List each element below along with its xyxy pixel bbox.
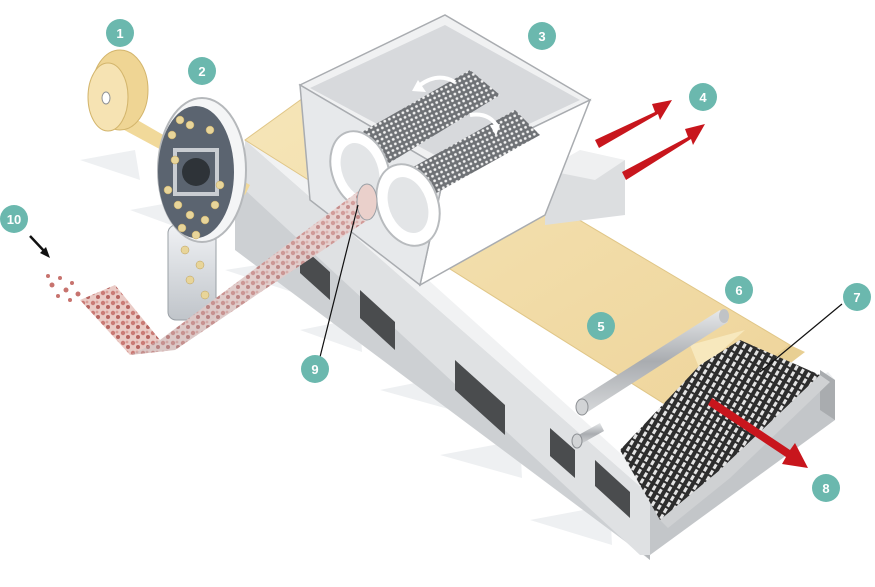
red-arrow-icon	[622, 124, 705, 180]
svg-text:9: 9	[311, 362, 318, 377]
callout-10: 10	[0, 205, 28, 233]
exhaust-arrows	[595, 100, 705, 180]
svg-text:1: 1	[116, 26, 123, 41]
powder-feed-tube	[46, 183, 378, 355]
leader-lines	[319, 204, 843, 373]
curved-rotation-arrow-icon	[418, 75, 457, 87]
output-arrow	[708, 398, 808, 468]
callout-9: 9	[301, 355, 329, 383]
mesh-belt	[620, 340, 830, 528]
exhaust-housing	[545, 150, 625, 225]
bead-dispenser	[157, 97, 247, 321]
svg-text:3: 3	[538, 29, 545, 44]
black-arrow-icon	[29, 235, 50, 258]
svg-text:6: 6	[735, 283, 742, 298]
svg-text:8: 8	[822, 481, 829, 496]
svg-text:7: 7	[853, 290, 860, 305]
callout-7: 7	[843, 283, 871, 311]
svg-text:5: 5	[597, 319, 604, 334]
red-arrow-icon	[595, 100, 672, 148]
press-roller	[571, 309, 729, 449]
callout-2: 2	[188, 57, 216, 85]
svg-text:10: 10	[7, 212, 21, 227]
callout-badges: 1 2 3 4 5 6 7 8	[0, 19, 871, 502]
callout-3: 3	[528, 22, 556, 50]
svg-text:2: 2	[198, 64, 205, 79]
red-arrow-icon	[708, 398, 808, 468]
callout-4: 4	[689, 83, 717, 111]
callout-6: 6	[725, 276, 753, 304]
callout-1: 1	[106, 19, 134, 47]
svg-text:4: 4	[699, 90, 707, 105]
callout-8: 8	[812, 474, 840, 502]
callout-5: 5	[587, 312, 615, 340]
perforated-drums	[329, 70, 540, 247]
